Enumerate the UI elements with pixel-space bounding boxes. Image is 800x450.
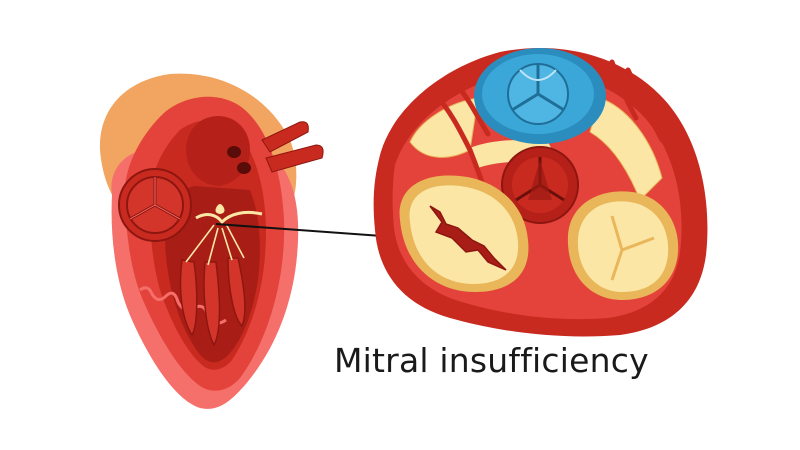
diagram-caption: Mitral insufficiency — [334, 341, 649, 380]
central-valve — [501, 146, 579, 224]
chordae-tendineae — [185, 223, 245, 266]
heart-longitudinal-section — [99, 73, 324, 409]
aortic-valve — [474, 48, 606, 144]
great-vessels — [261, 121, 324, 173]
papillary-muscles — [179, 257, 246, 347]
mitral-valve-leaflets — [195, 210, 263, 225]
left-atrium — [186, 116, 250, 186]
pulmonary-vein-opening — [237, 162, 251, 174]
tricuspid-valve — [567, 191, 679, 300]
aortic-valve-section — [118, 168, 192, 242]
epicardial-fat-right — [589, 97, 663, 201]
heart-valves-cross-section — [373, 47, 708, 337]
mitral-valve-defect — [399, 175, 529, 292]
mitral-regurgitation-gap — [429, 205, 507, 271]
pulmonary-vein-opening — [227, 146, 241, 158]
valve-notch — [215, 204, 225, 214]
